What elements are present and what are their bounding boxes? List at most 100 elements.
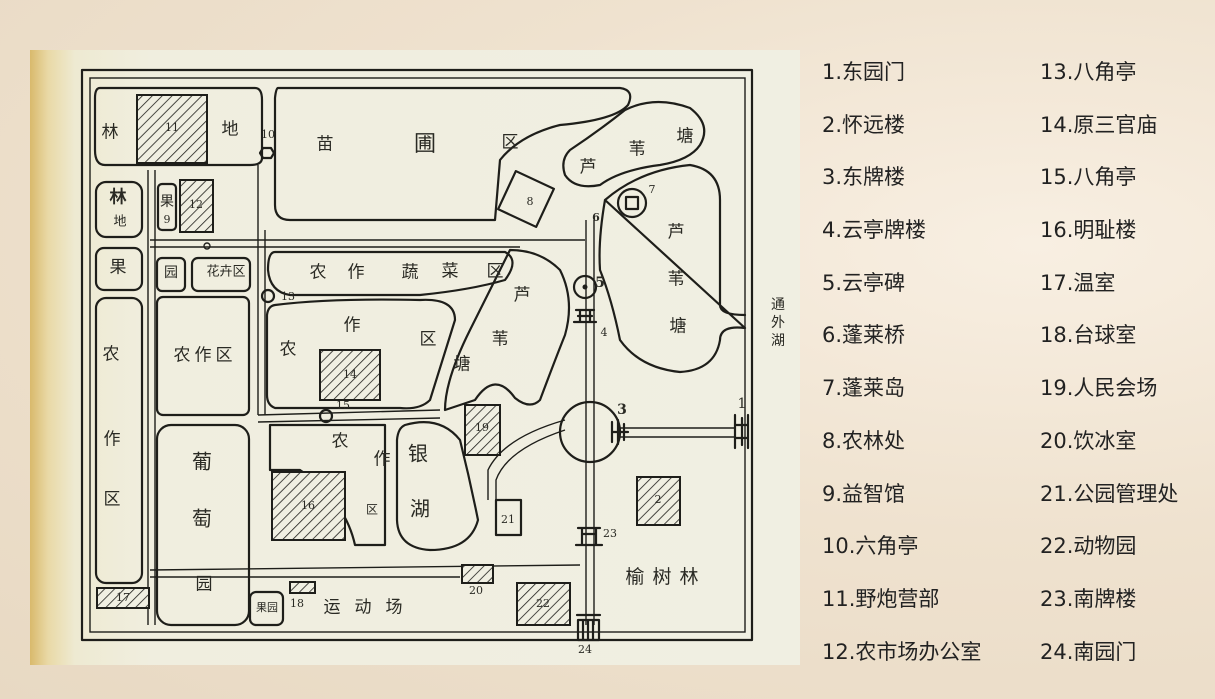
map-label: 作	[344, 316, 361, 336]
map-label: 作	[348, 263, 365, 283]
small-orchard	[156, 182, 178, 232]
south-gate-24-icon	[575, 613, 602, 642]
legend-item: 6.蓬莱桥	[822, 323, 906, 348]
map-number: 1	[738, 396, 747, 412]
island-pavilion-icon	[624, 195, 640, 211]
vegetable-region	[266, 250, 514, 297]
map-label: 苗	[317, 135, 334, 155]
map-label: 林	[102, 123, 119, 143]
map-number: 10	[261, 128, 275, 141]
map-label: 葡	[192, 450, 212, 474]
map-number: 23	[603, 527, 617, 540]
east-gate-1-icon	[733, 413, 750, 450]
map-label: 塘	[670, 317, 687, 337]
legend-item: 11.野炮营部	[822, 586, 940, 611]
map-label: 圃	[414, 132, 436, 157]
legend-item: 17.温室	[1040, 270, 1116, 295]
map-label: 芦	[580, 158, 597, 178]
building-18	[289, 581, 316, 594]
farm-left-region	[155, 295, 251, 417]
legend-item: 18.台球室	[1040, 323, 1137, 348]
building-11	[136, 94, 208, 164]
map-label: 农作区	[174, 346, 237, 366]
map-drawing: 林 地 林 地 果 苗 圃 区 芦 苇 塘 芦 苇 塘 芦 苇 塘 农 作 蔬 …	[80, 68, 785, 656]
octagon-pavilion-15-icon	[318, 408, 334, 424]
forest-region-left	[94, 180, 144, 239]
reed-pond-east	[598, 163, 747, 374]
map-number: 20	[469, 584, 483, 597]
map-label: 果	[110, 258, 127, 278]
legend-item: 20.饮冰室	[1040, 428, 1137, 453]
map-label: 萄	[192, 507, 212, 531]
park-map: 林 地 林 地 果 苗 圃 区 芦 苇 塘 芦 苇 塘 芦 苇 塘 农 作 蔬 …	[30, 50, 800, 665]
map-number: 18	[290, 597, 304, 610]
map-label: 作	[104, 430, 121, 450]
map-label: 园	[164, 265, 178, 281]
map-number: 2	[655, 493, 662, 506]
map-label: 区	[487, 262, 504, 282]
roads	[147, 165, 735, 625]
map-label: 通	[771, 297, 785, 313]
map-label: 花卉区	[206, 264, 245, 280]
hexagon-pavilion-10-icon	[258, 146, 276, 160]
map-label: 地	[222, 120, 239, 140]
legend-item: 12.农市场办公室	[822, 639, 982, 664]
grape-region	[155, 423, 251, 627]
building-21	[494, 498, 523, 537]
legend-item: 16.明耻楼	[1040, 218, 1137, 243]
building-12	[179, 179, 214, 233]
silver-lake	[395, 421, 480, 552]
farm-center-region	[265, 298, 457, 410]
legend-item: 19.人民会场	[1040, 376, 1158, 401]
map-label: 塘	[454, 355, 471, 375]
octagon-pavilion-13-icon	[260, 288, 276, 304]
map-label: 银	[408, 442, 428, 466]
map-number: 17	[116, 591, 130, 604]
map-label: 区	[366, 503, 378, 517]
legend-item: 14.原三官庙	[1040, 112, 1158, 137]
nursery-region	[273, 86, 632, 222]
map-number: 3	[617, 402, 627, 418]
map-label: 园	[196, 575, 213, 595]
map-number: 4	[601, 326, 608, 339]
map-label: 果园	[256, 601, 278, 614]
archway-4-icon	[572, 308, 598, 324]
map-number: 19	[475, 421, 489, 434]
map-label: 作	[374, 450, 391, 470]
building-17	[96, 587, 150, 609]
map-label: 区	[502, 133, 519, 153]
orchard-south	[248, 590, 285, 627]
map-number: 5	[595, 275, 605, 291]
farm-strip-region	[94, 296, 144, 585]
legend-item: 1.东园门	[822, 60, 906, 84]
map-label: 农	[332, 432, 349, 452]
legend-item: 3.东牌楼	[822, 165, 906, 190]
building-16	[271, 471, 346, 541]
legend-item: 23.南牌楼	[1040, 586, 1137, 611]
outer-wall	[80, 68, 754, 642]
map-number: 12	[189, 198, 203, 211]
legend-item: 5.云亭碑	[822, 270, 906, 295]
map-label: 果	[160, 194, 174, 210]
map-label: 榆树林	[625, 566, 706, 588]
map-label: 区	[104, 490, 121, 510]
map-label: 农	[280, 340, 297, 360]
map-label: 湖	[771, 333, 785, 349]
building-20	[461, 564, 494, 584]
map-label: 蔬	[402, 263, 419, 283]
legend-item: 22.动物园	[1040, 534, 1137, 559]
map-number: 11	[165, 121, 179, 134]
legend-item: 13.八角亭	[1040, 60, 1137, 84]
legend-item: 24.南园门	[1040, 639, 1137, 664]
map-label: 湖	[410, 497, 430, 521]
reed-pond-top	[562, 100, 706, 188]
reed-pond-mid	[443, 248, 571, 412]
forest-region-top	[93, 86, 264, 167]
building-22	[516, 582, 571, 626]
inner-wall	[89, 77, 746, 633]
garden-region	[155, 256, 187, 293]
map-label: 苇	[629, 140, 646, 160]
map-number: 8	[527, 195, 534, 208]
legend-item: 8.农林处	[822, 428, 906, 453]
penglai-island	[616, 187, 648, 219]
